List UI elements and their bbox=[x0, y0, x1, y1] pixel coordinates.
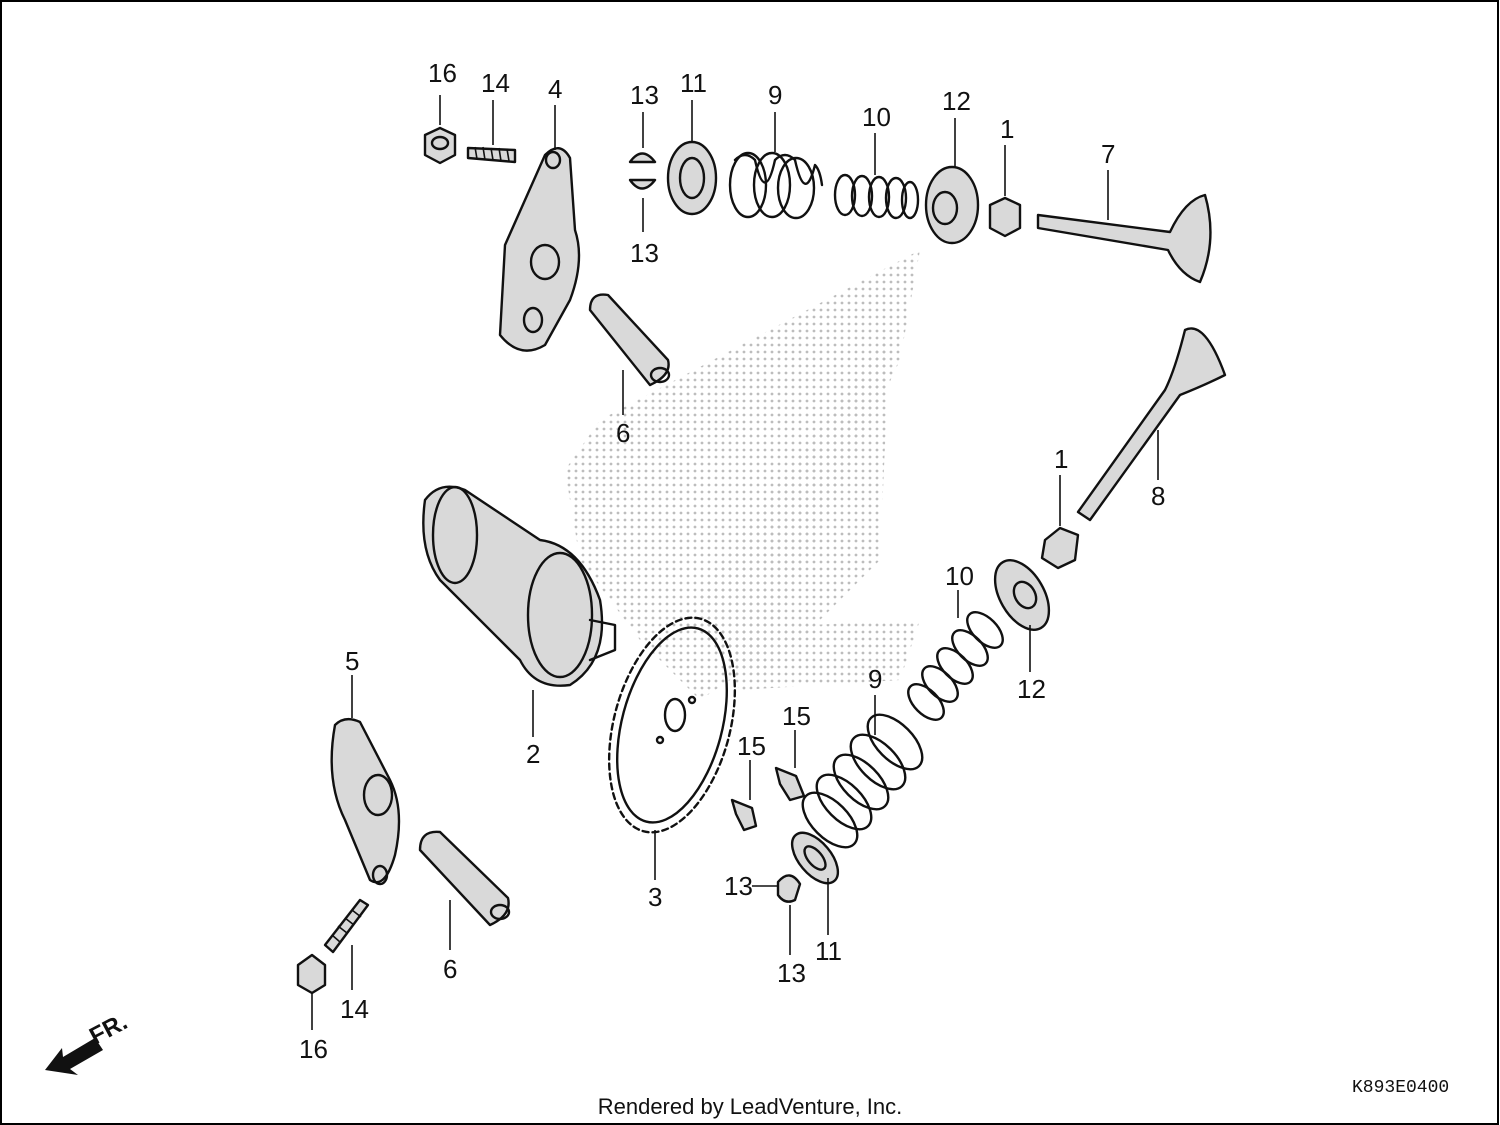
callout-3: 3 bbox=[648, 882, 662, 912]
cam-sprocket-part bbox=[607, 616, 737, 834]
callout-12-upper: 12 bbox=[942, 86, 971, 116]
rocker-shaft-lower-part bbox=[418, 830, 511, 927]
adjusting-screw-lower-part bbox=[323, 898, 370, 954]
rocker-arm-upper-part bbox=[498, 147, 581, 352]
outer-spring-upper-part bbox=[728, 151, 824, 220]
sprocket-bolt-a-part bbox=[730, 798, 758, 832]
sprocket-bolt-b-part bbox=[774, 766, 806, 802]
front-direction-arrow: FR. bbox=[45, 1008, 132, 1075]
outer-spring-lower-part bbox=[801, 713, 924, 849]
callout-5: 5 bbox=[345, 646, 359, 676]
rocker-arm-lower-part bbox=[330, 717, 401, 886]
callout-10-lower: 10 bbox=[945, 561, 974, 591]
render-credit: Rendered by LeadVenture, Inc. bbox=[598, 1094, 903, 1119]
rocker-shaft-upper-part bbox=[588, 293, 671, 387]
valve-lower-part bbox=[1076, 327, 1227, 522]
callout-16-upper: 16 bbox=[428, 58, 457, 88]
callout-4: 4 bbox=[548, 74, 562, 104]
callout-12-lower: 12 bbox=[1017, 674, 1046, 704]
callout-8: 8 bbox=[1151, 481, 1165, 511]
callout-13-lower-b: 13 bbox=[777, 958, 806, 988]
callout-labels: 16 14 4 13 11 9 10 12 1 7 13 6 1 8 10 12… bbox=[299, 58, 1165, 1064]
callout-11-upper: 11 bbox=[680, 68, 707, 98]
callout-13-lower-a: 13 bbox=[724, 871, 753, 901]
callout-2: 2 bbox=[526, 739, 540, 769]
cotter-upper-part bbox=[628, 152, 657, 190]
camshaft-part bbox=[422, 485, 617, 687]
callout-15-left: 15 bbox=[737, 731, 766, 761]
wing-watermark bbox=[565, 250, 920, 700]
spring-retainer-lower-part bbox=[993, 559, 1051, 631]
leader-lines bbox=[311, 95, 1159, 1030]
stem-seal-lower-part bbox=[790, 831, 840, 885]
stem-seal-upper-part bbox=[666, 140, 718, 216]
callout-1-lower: 1 bbox=[1054, 444, 1068, 474]
valve-seat-lower-part bbox=[1040, 526, 1080, 570]
callout-13-upper-a: 13 bbox=[630, 80, 659, 110]
cotter-lower-part bbox=[776, 874, 802, 903]
callout-6-lower: 6 bbox=[443, 954, 457, 984]
callout-16-lower: 16 bbox=[299, 1034, 328, 1064]
callout-14-lower: 14 bbox=[340, 994, 369, 1024]
inner-spring-lower-part bbox=[907, 611, 1004, 721]
callout-10-upper: 10 bbox=[862, 102, 891, 132]
callout-15-right: 15 bbox=[782, 701, 811, 731]
callout-1-upper: 1 bbox=[1000, 114, 1014, 144]
valve-upper-part bbox=[1036, 193, 1212, 284]
callout-6-upper: 6 bbox=[616, 418, 630, 448]
adjusting-screw-part bbox=[466, 146, 517, 164]
spring-retainer-upper-part bbox=[924, 165, 980, 245]
callout-7: 7 bbox=[1101, 139, 1115, 169]
nut-lower-part bbox=[296, 953, 327, 995]
drawing-code: K893E0400 bbox=[1352, 1078, 1449, 1098]
callout-11-lower: 11 bbox=[815, 936, 842, 966]
callout-9-upper: 9 bbox=[768, 80, 782, 110]
callout-14-upper: 14 bbox=[481, 68, 510, 98]
inner-spring-upper-part bbox=[833, 173, 920, 220]
valve-seat-upper-part bbox=[988, 196, 1022, 238]
callout-9-lower: 9 bbox=[868, 664, 882, 694]
nut-part bbox=[423, 126, 457, 165]
callout-13-upper-b: 13 bbox=[630, 238, 659, 268]
